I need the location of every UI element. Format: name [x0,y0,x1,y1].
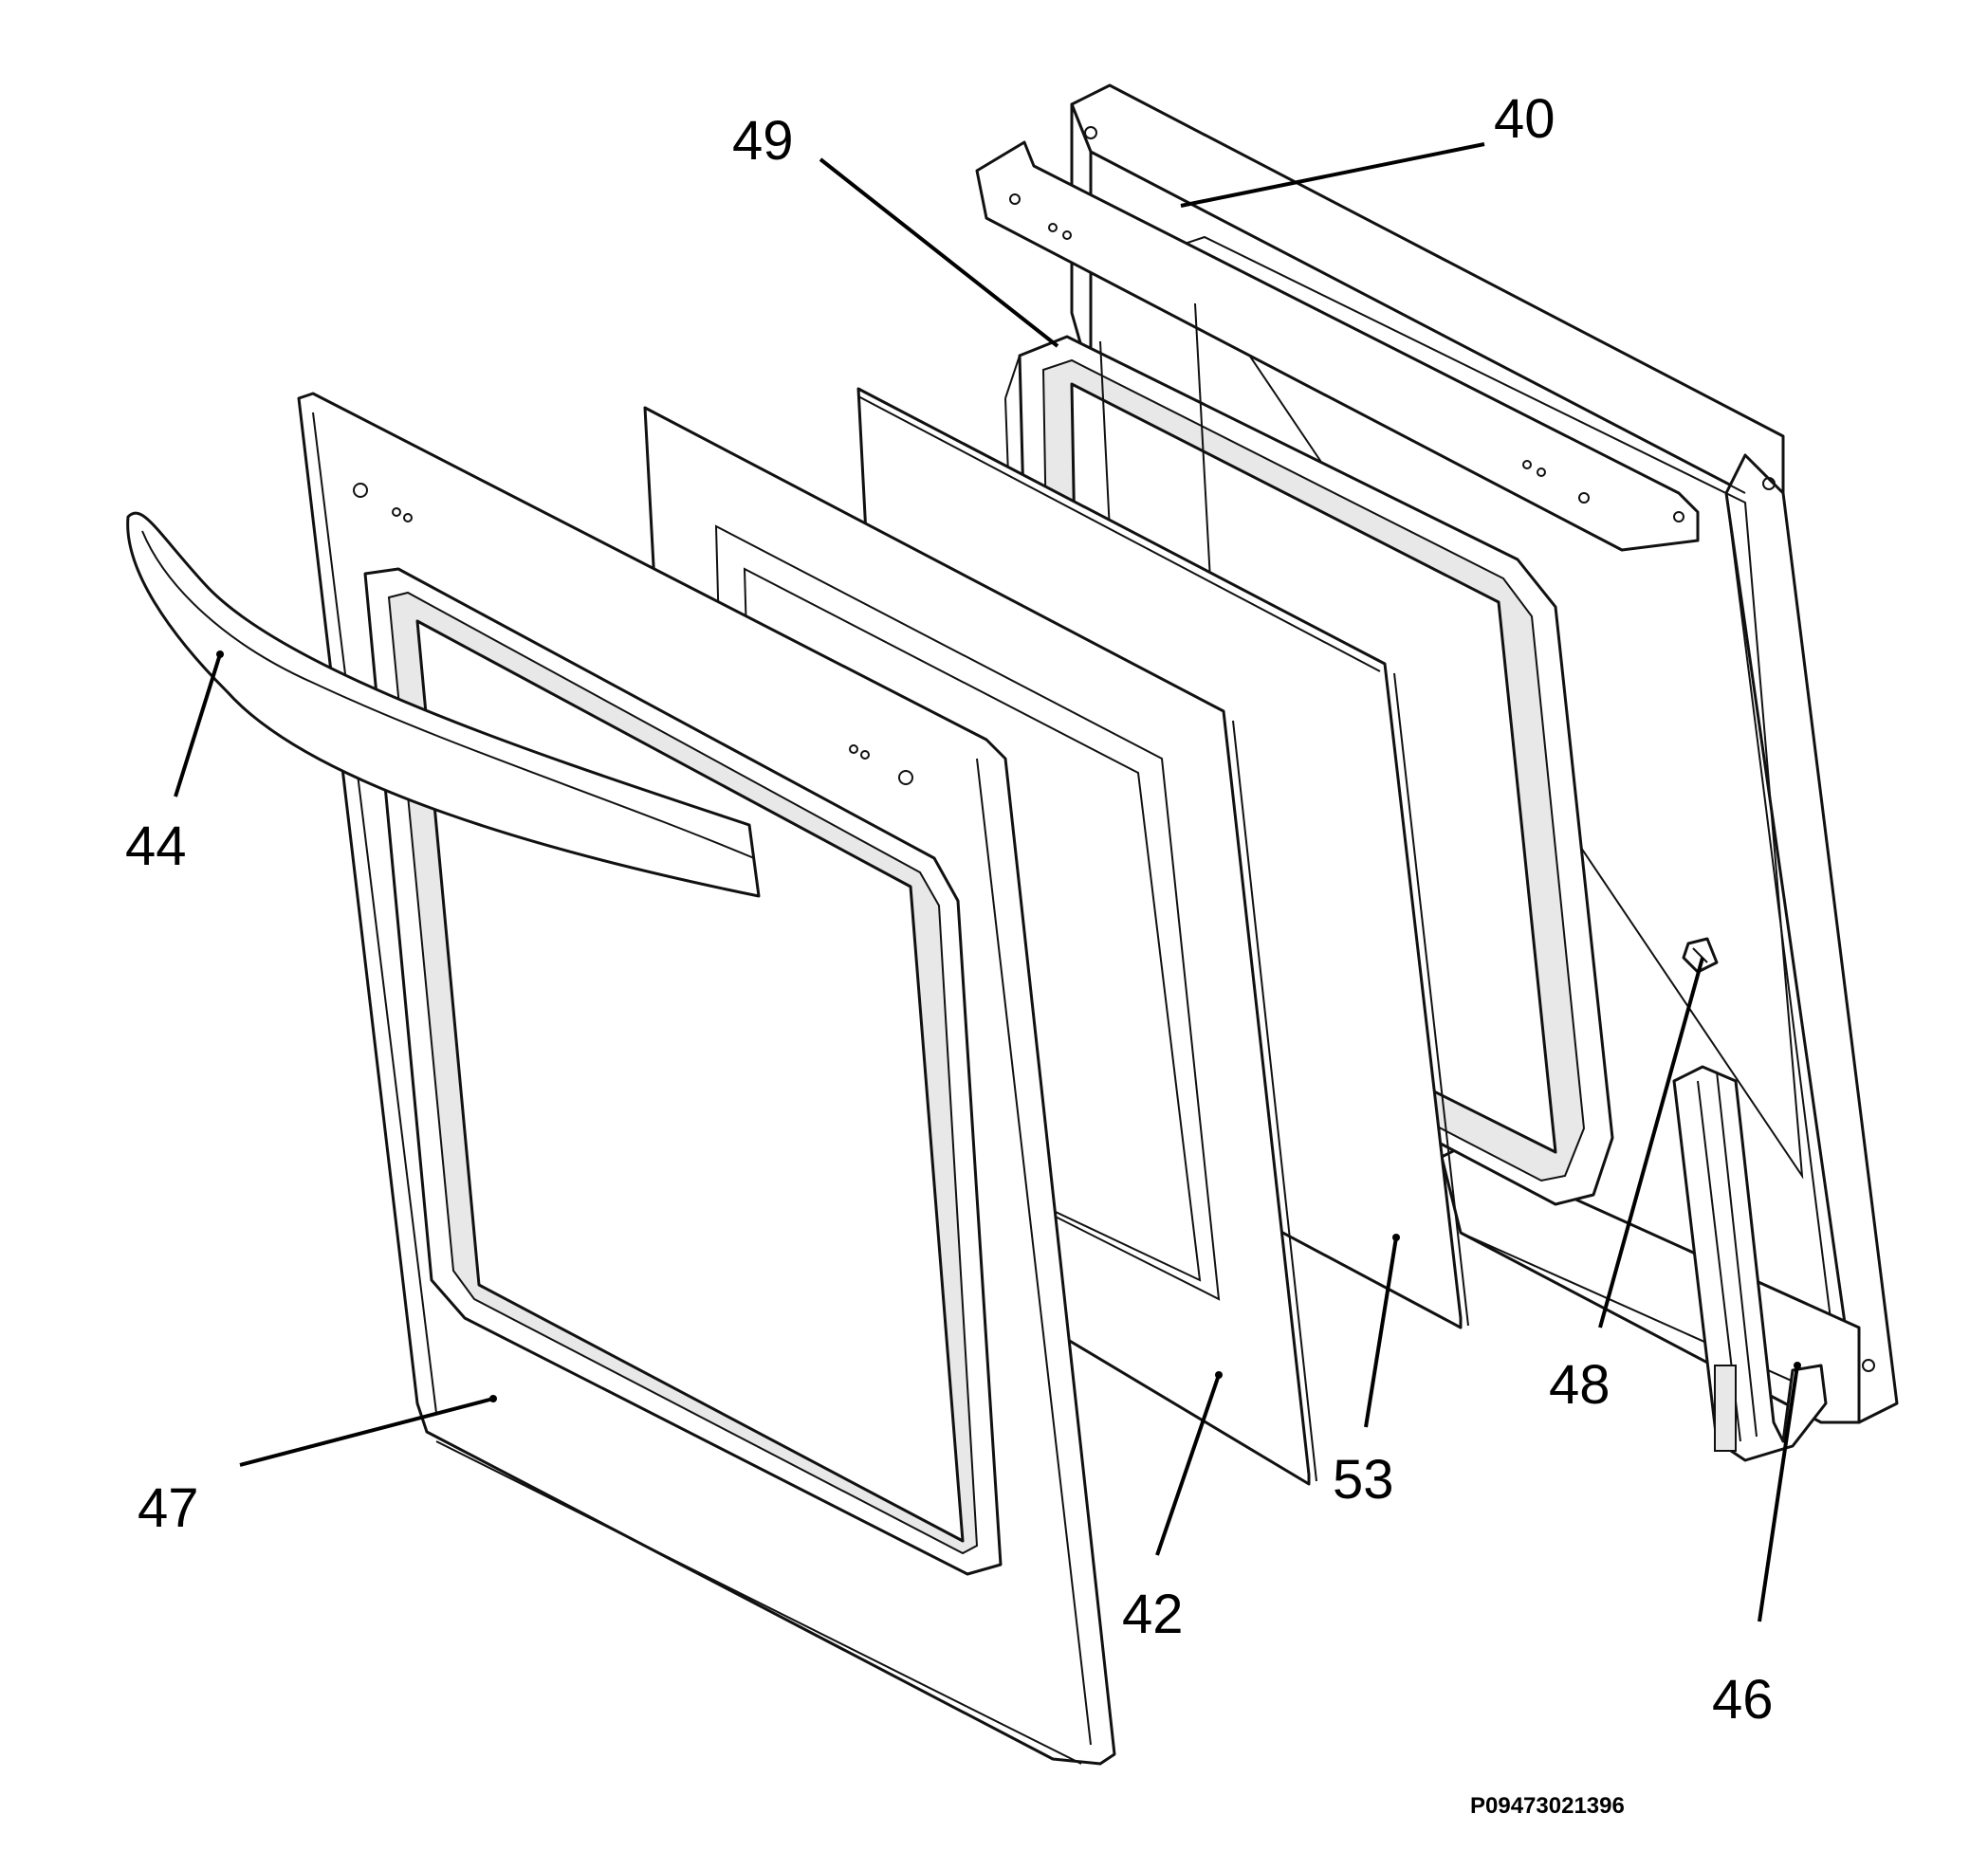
callout-42: 42 [1122,1584,1184,1645]
leader-44 [174,653,222,797]
callout-46: 46 [1712,1669,1774,1731]
callout-47: 47 [138,1477,199,1539]
small-clip [1682,937,1719,974]
upper-hinge-bar [975,140,1700,552]
callout-49: 49 [732,110,794,172]
leader-lines [174,142,1799,1622]
callout-48: 48 [1549,1354,1611,1416]
leader-40 [1180,142,1485,208]
door-hinge [1672,1065,1828,1462]
callout-53: 53 [1333,1449,1394,1511]
leader-46 [1758,1365,1799,1622]
callout-44: 44 [125,815,187,877]
drawing-code: P09473021396 [1470,1793,1625,1819]
callout-40: 40 [1494,88,1555,150]
leader-49 [819,157,1059,348]
leader-53 [1364,1237,1398,1428]
callout-labels: 40 49 44 47 42 53 48 46 [125,88,1774,1731]
leader-48 [1598,957,1704,1328]
leader-47 [239,1397,494,1467]
door-handle [126,511,761,898]
leader-42 [1155,1374,1221,1556]
